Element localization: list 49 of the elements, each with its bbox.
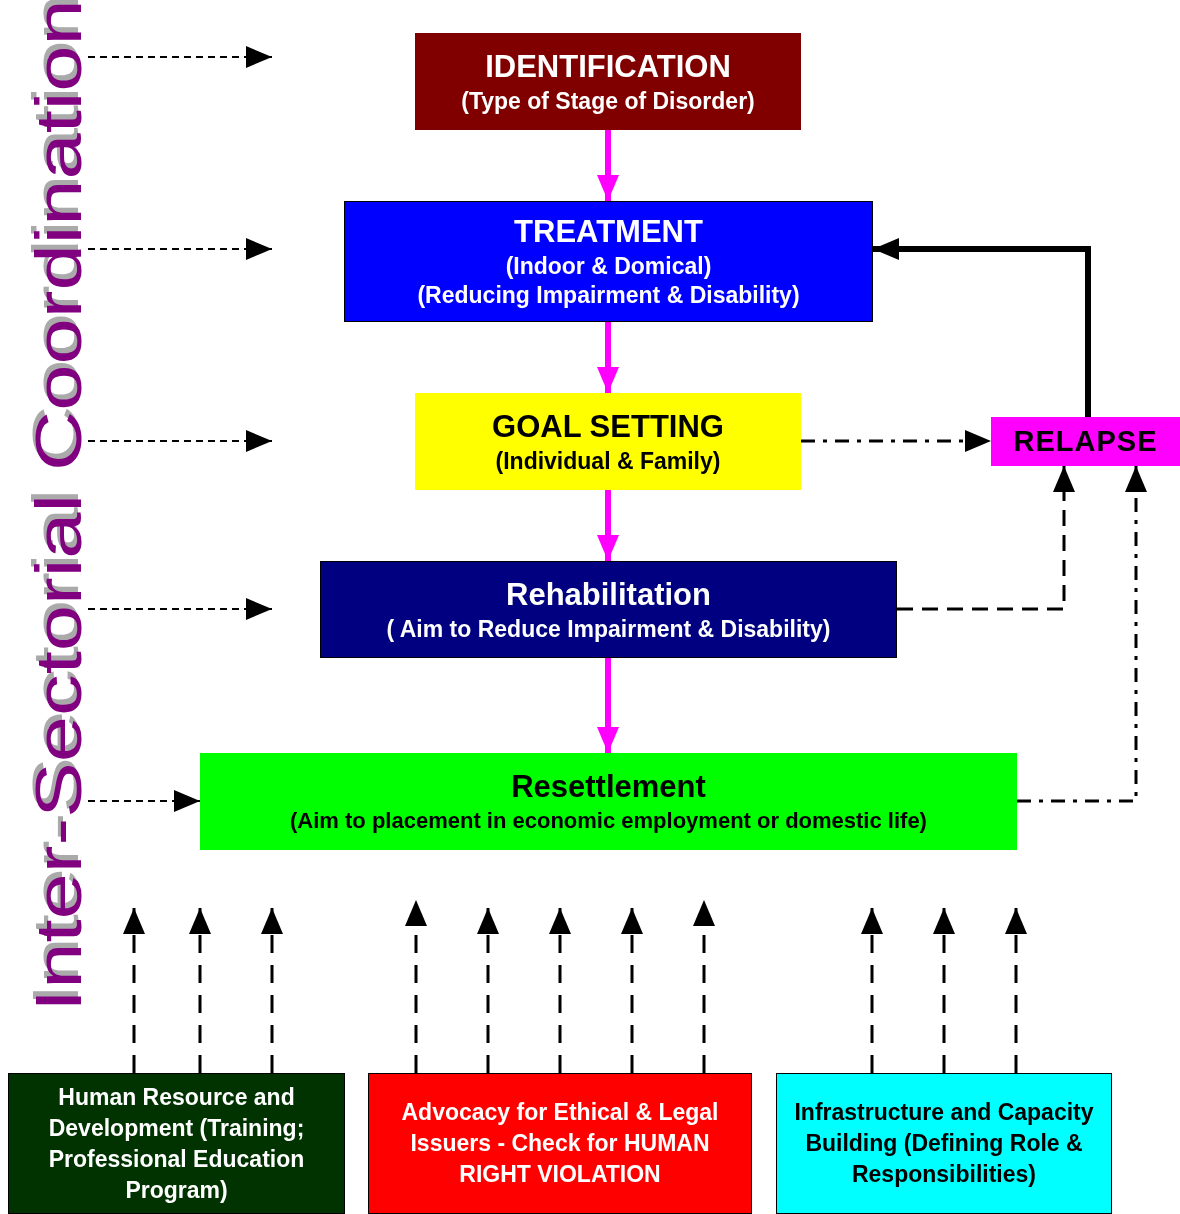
arrow: [897, 466, 1075, 611]
box-subtitle: (Type of Stage of Disorder): [460, 86, 756, 116]
box-title: Advocacy for Ethical & Legal Issuers - Check for HUMAN RIGHT VIOLATION: [400, 1098, 720, 1189]
arrow: [87, 430, 273, 452]
arrow: [693, 900, 715, 1073]
arrow: [933, 908, 955, 1073]
arrow: [801, 430, 991, 452]
box-subtitle: (Aim to placement in economic employment or domestic life): [289, 807, 928, 835]
box-title: Infrastructure and Capacity Building (Defining Role & Responsibilities): [793, 1098, 1095, 1189]
arrow: [123, 908, 145, 1073]
box-title: RELAPSE: [1012, 424, 1159, 460]
box-title: TREATMENT: [513, 213, 704, 252]
arrow: [261, 908, 283, 1073]
arrow: [549, 908, 571, 1073]
arrow: [861, 908, 883, 1073]
stage-box: [415, 33, 801, 130]
arrow: [621, 908, 643, 1073]
box-subtitle: (Individual & Family): [494, 446, 722, 476]
box-subtitle: (Reducing Impairment & Disability): [416, 280, 801, 310]
arrow: [873, 238, 1091, 417]
arrow: [87, 46, 273, 68]
box-subtitle: (Indoor & Domical): [504, 252, 713, 281]
support-box: [368, 1073, 752, 1214]
arrow: [597, 658, 619, 753]
relapse-box: [991, 417, 1180, 466]
box-title: Rehabilitation: [505, 575, 712, 614]
arrow: [597, 322, 619, 393]
arrow: [87, 598, 273, 620]
arrow: [597, 130, 619, 201]
stage-box: [200, 753, 1017, 850]
arrow: [87, 238, 273, 260]
vertical-title: Inter-Sectorial Coordination: [27, 0, 91, 1013]
arrow: [1017, 466, 1147, 803]
box-title: Resettlement: [510, 768, 707, 807]
arrow: [1005, 908, 1027, 1073]
stage-box: [344, 201, 873, 322]
box-subtitle: ( Aim to Reduce Impairment & Disability): [385, 614, 832, 644]
support-box: [776, 1073, 1112, 1214]
arrow: [597, 490, 619, 561]
box-title: Human Resource and Development (Training; Professional Education Program): [47, 1082, 306, 1205]
arrow: [87, 790, 201, 812]
arrow: [477, 908, 499, 1073]
stage-box: [415, 393, 801, 490]
arrow: [405, 900, 427, 1073]
box-title: IDENTIFICATION: [484, 47, 732, 86]
arrow: [189, 908, 211, 1073]
stage-box: [320, 561, 897, 658]
support-box: [8, 1073, 345, 1214]
box-title: GOAL SETTING: [491, 407, 725, 446]
